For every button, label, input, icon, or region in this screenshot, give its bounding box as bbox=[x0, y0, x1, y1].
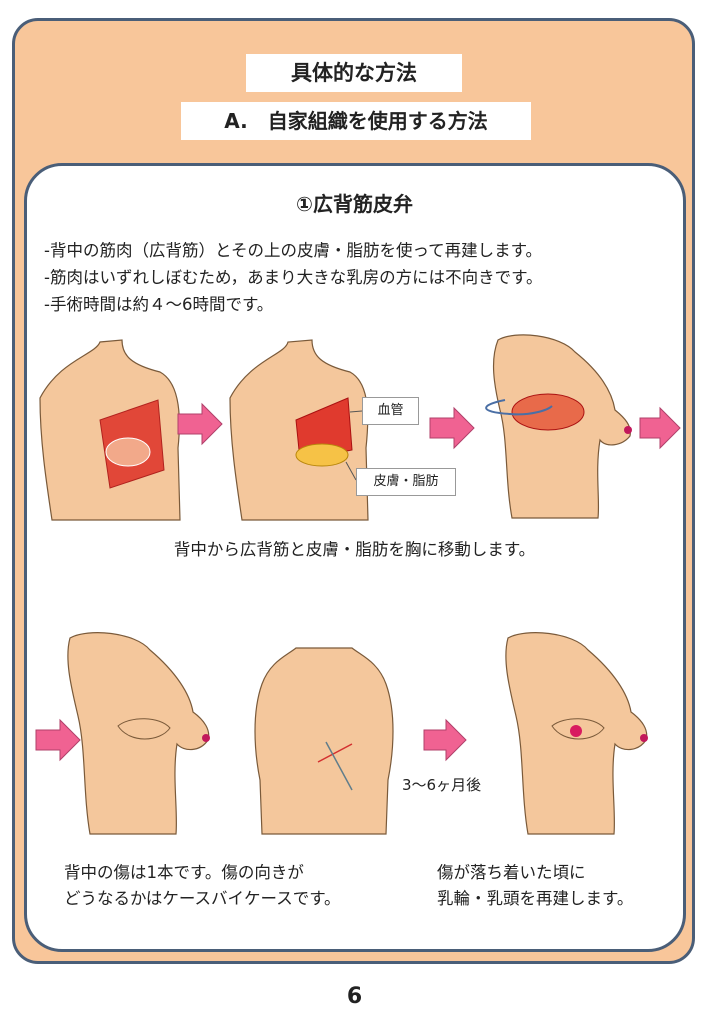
caption-line: 背中の傷は1本です。傷の向きが bbox=[64, 860, 341, 886]
arrow-right-icon bbox=[430, 408, 474, 448]
caption-line: 乳輪・乳頭を再建します。 bbox=[437, 886, 633, 912]
skin-fat-paddle-2 bbox=[296, 444, 348, 466]
skin-paddle-1 bbox=[106, 438, 150, 466]
nipple-dot bbox=[202, 734, 210, 742]
skin-fat-label: 皮膚・脂肪 bbox=[356, 468, 456, 496]
arrow-right-icon bbox=[36, 720, 80, 760]
move-caption: 背中から広背筋と皮膚・脂肪を胸に移動します。 bbox=[0, 537, 709, 563]
blood-vessel-label: 血管 bbox=[362, 397, 419, 425]
caption-line: 傷が落ち着いた頃に bbox=[437, 860, 633, 886]
months-after-label: 3～6ヶ月後 bbox=[402, 772, 481, 798]
back-view-illustration-5 bbox=[255, 648, 393, 834]
nipple-caption: 傷が落ち着いた頃に 乳輪・乳頭を再建します。 bbox=[437, 860, 633, 912]
nipple-dot bbox=[640, 734, 648, 742]
arrow-right-icon bbox=[178, 404, 222, 444]
transferred-flap-3 bbox=[512, 394, 584, 430]
page-number: 6 bbox=[0, 984, 709, 1009]
back-scar-caption: 背中の傷は1本です。傷の向きが どうなるかはケースバイケースです。 bbox=[64, 860, 341, 912]
nipple-dot bbox=[624, 426, 632, 434]
side-torso-illustration-4 bbox=[68, 633, 209, 834]
reconstructed-nipple-dot bbox=[570, 725, 582, 737]
arrow-right-icon bbox=[424, 720, 466, 760]
arrow-right-icon bbox=[640, 408, 680, 448]
caption-line: どうなるかはケースバイケースです。 bbox=[64, 886, 341, 912]
